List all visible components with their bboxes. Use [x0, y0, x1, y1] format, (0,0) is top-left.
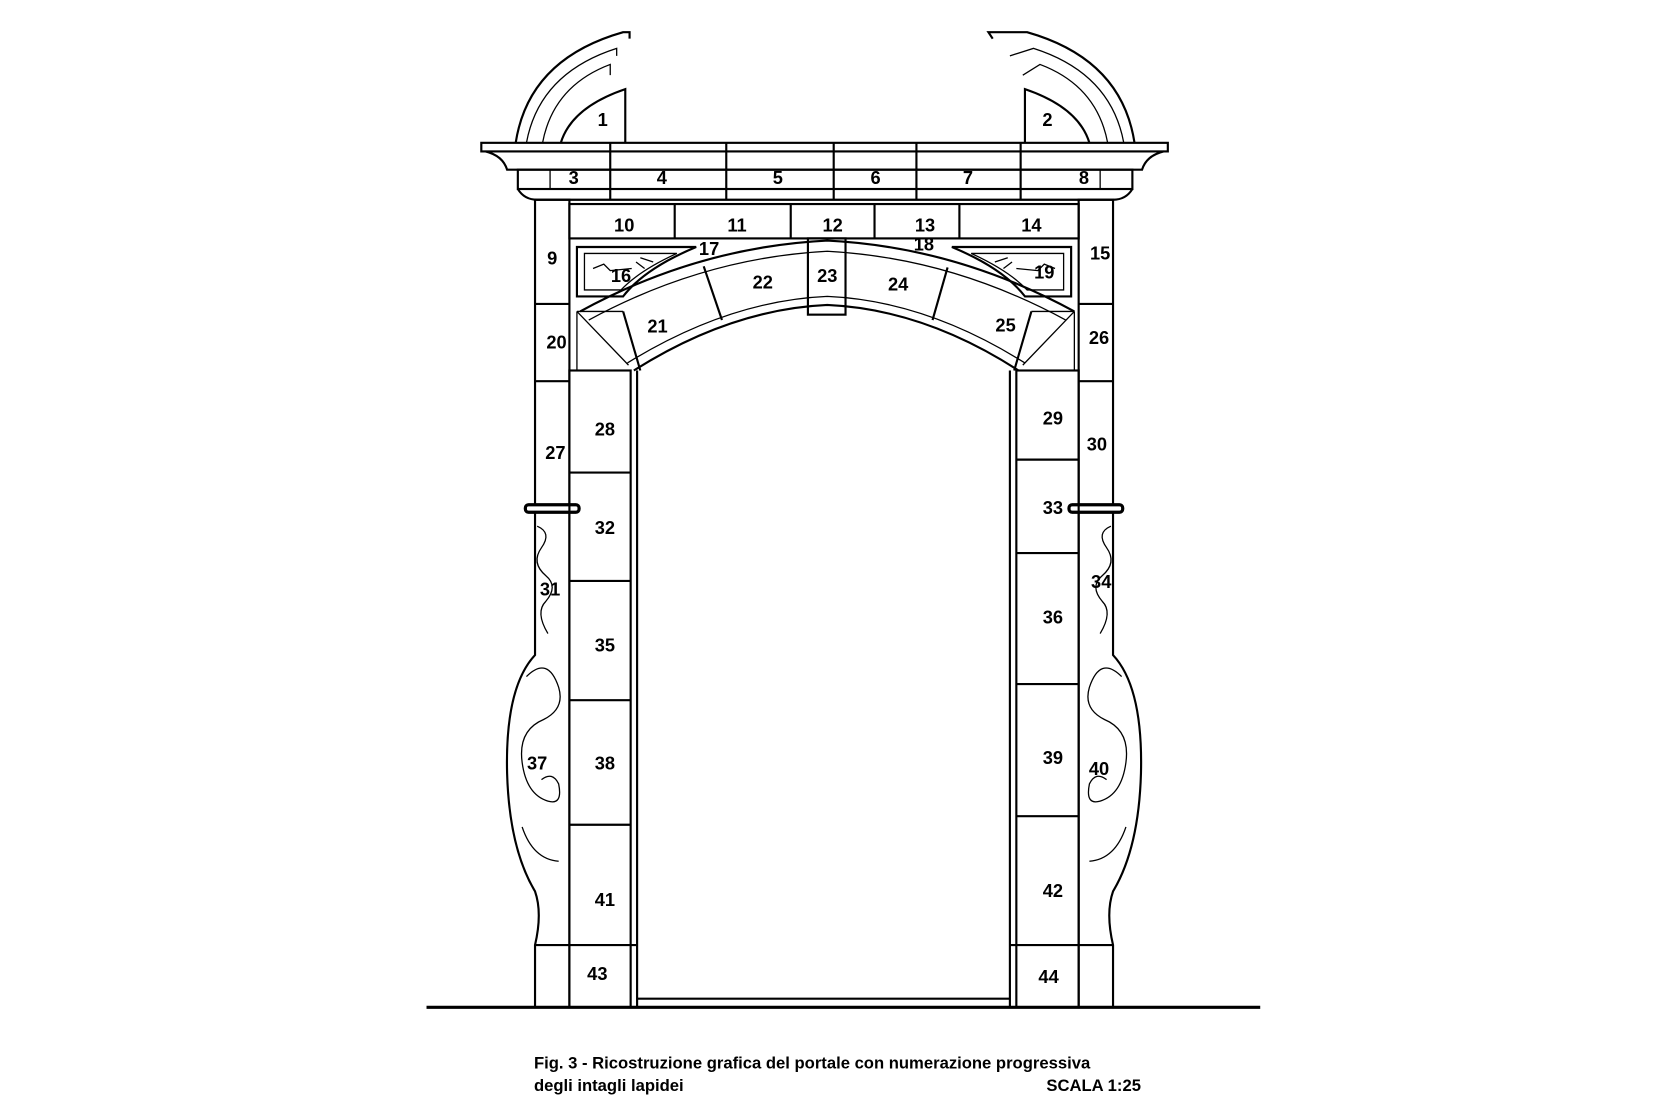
block-number: 5: [773, 167, 783, 188]
broken-pediment-left: [514, 31, 631, 144]
block-number: 37: [527, 752, 547, 773]
block-number: 36: [1043, 606, 1063, 627]
block-number: 10: [614, 214, 634, 235]
block-number: 17: [699, 238, 719, 259]
block-number: 3: [569, 167, 579, 188]
block-number: 4: [657, 167, 668, 188]
block-number: 42: [1043, 880, 1063, 901]
block-number: 11: [727, 214, 746, 235]
block-number: 23: [817, 265, 837, 286]
block-number: 38: [595, 752, 615, 773]
block-number: 35: [595, 634, 615, 655]
block-number: 27: [545, 442, 565, 463]
block-number: 6: [871, 167, 881, 188]
block-number: 22: [753, 271, 773, 292]
outer-pilasters: [523, 198, 1125, 514]
cornice: [480, 141, 1169, 201]
block-number: 18: [914, 234, 934, 255]
arch: [576, 237, 1076, 372]
block-number: 32: [595, 517, 615, 538]
block-number: 39: [1043, 747, 1063, 768]
block-number: 34: [1091, 571, 1112, 592]
block-number: 20: [546, 331, 566, 352]
block-number: 33: [1043, 497, 1063, 518]
block-number: 8: [1079, 167, 1089, 188]
block-number: 26: [1089, 327, 1109, 348]
block-number: 24: [888, 273, 909, 294]
block-number: 1: [598, 109, 608, 130]
block-number: 29: [1043, 408, 1063, 429]
block-number: 16: [611, 265, 631, 286]
block-number: 25: [995, 314, 1015, 335]
block-number: 19: [1034, 262, 1054, 283]
scale-label: SCALA 1:25: [1046, 1076, 1141, 1095]
block-number: 13: [915, 214, 935, 235]
block-numbers: 1 2 3 4 5 6 7 8 9 10 11 12 13 14 15 16 1…: [527, 109, 1112, 987]
inner-jambs: [568, 369, 1080, 1009]
carved-pilaster-right: [1077, 513, 1143, 1008]
block-number: 41: [595, 889, 615, 910]
caption-line-1: Fig. 3 - Ricostruzione grafica del porta…: [534, 1054, 1091, 1073]
block-number: 15: [1090, 242, 1110, 263]
block-number: 7: [963, 167, 973, 188]
block-number: 12: [822, 214, 842, 235]
block-number: 21: [647, 315, 667, 336]
block-number: 40: [1089, 758, 1109, 779]
caption-line-2: degli intagli lapidei: [534, 1076, 684, 1095]
broken-pediment-right: [986, 31, 1136, 144]
block-number: 9: [547, 248, 557, 269]
block-number: 14: [1021, 214, 1042, 235]
block-number: 2: [1042, 109, 1052, 130]
block-number: 44: [1038, 966, 1059, 987]
figure-caption: Fig. 3 - Ricostruzione grafica del porta…: [534, 1054, 1141, 1096]
block-number: 43: [587, 963, 607, 984]
carved-pilaster-left: [505, 513, 571, 1008]
block-number: 30: [1087, 433, 1107, 454]
block-number: 28: [595, 418, 615, 439]
block-number: 31: [540, 578, 560, 599]
